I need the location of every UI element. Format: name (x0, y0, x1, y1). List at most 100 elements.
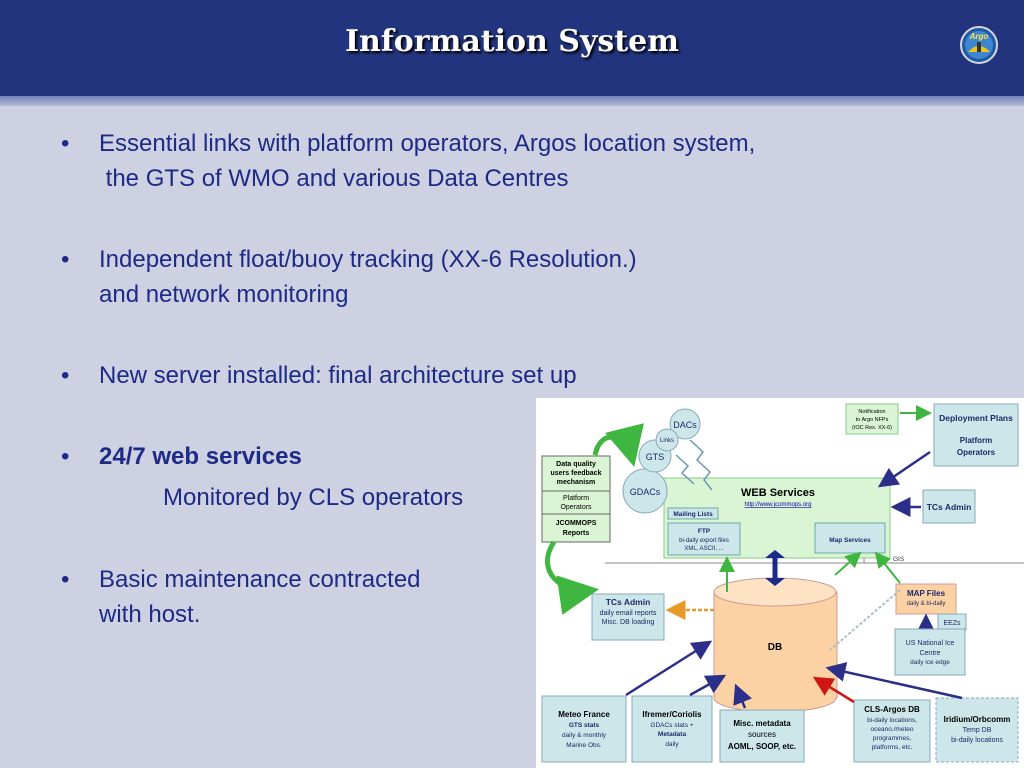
bullet-5-line2: with host. (99, 601, 201, 628)
cls-line1: bi-daily locations, (867, 717, 917, 724)
links-lightning-icon (675, 454, 695, 485)
web-db-sync-arrow-down (765, 578, 785, 586)
meteo-line3: Marine Obs. (566, 742, 602, 749)
gdacs-label: GDACs (630, 487, 661, 497)
meteo-france-box (541, 695, 627, 763)
meteo-line1: GTS stats (569, 722, 600, 729)
ifremer-box (631, 695, 713, 763)
architecture-diagram: WEB Services http://www.jcommops.org Mai… (536, 398, 1024, 768)
cls-line3: programmes, (873, 735, 911, 742)
meteo-title: Meteo France (558, 710, 610, 719)
bullet-1: • Essential links with platform operator… (61, 126, 755, 196)
notification-box (845, 403, 899, 435)
bullet-2-line2: and network monitoring (99, 281, 349, 308)
bullet-dot: • (61, 246, 70, 273)
header-strip (0, 96, 1024, 106)
dq-platform1: Platform (563, 495, 589, 502)
data-quality-box (541, 455, 611, 543)
bullet-2-line1: Independent float/buoy tracking (XX-6 Re… (99, 246, 637, 273)
feedback-curved-arrow (592, 423, 644, 467)
map-services-box (814, 522, 886, 554)
tcs-left-line2: Misc. DB loading (602, 619, 655, 626)
links-circle (655, 428, 679, 452)
ftp-title: FTP (698, 528, 711, 535)
web-services-url: http://www.jcommops.org (744, 502, 811, 508)
ifremer-line2: Metadata (658, 731, 687, 738)
us-ice-line3: daily ice edge (910, 659, 950, 666)
dq-line1: Data quality (556, 461, 596, 468)
ftp-box (667, 522, 741, 556)
reports-curved-arrow (545, 540, 599, 615)
iridium-box (935, 697, 1019, 763)
ifremer-line3: daily (665, 741, 679, 748)
cls-argos-box (853, 699, 931, 763)
dacs-circle (669, 408, 701, 440)
logo-text: Argo (969, 32, 989, 41)
bullet-dot: • (61, 362, 70, 389)
header-bar (0, 0, 1024, 96)
notification-line1: Notification (858, 409, 885, 415)
dq-platform2: Operators (560, 504, 592, 511)
bullet-1-line2: the GTS of WMO and various Data Centres (99, 165, 569, 192)
tcs-admin-right-box (922, 489, 976, 524)
bullet-dot: • (61, 443, 70, 470)
map-files-sub: daily & bi-daily (907, 601, 946, 607)
eezs-label: EEZs (943, 620, 961, 627)
gts-label: GTS (646, 452, 665, 462)
bullet-4-sub: Monitored by CLS operators (163, 484, 464, 511)
mailing-lists-box (667, 507, 719, 520)
bullet-4-line1: 24/7 web services (99, 443, 302, 470)
cls-line2: oceano./meteo (870, 726, 913, 733)
links-lightning-icon (689, 439, 713, 491)
cls-line4: platforms, etc. (872, 744, 913, 751)
deployment-plans-box (933, 403, 1019, 467)
us-ice-line1: US National Ice (906, 640, 955, 647)
ifremer-line1: GDACs stats + (650, 722, 693, 729)
iridium-title: Iridium/Orbcomm (944, 715, 1011, 724)
iridium-to-db-arrow (825, 662, 963, 700)
misc-to-db-arrow (733, 683, 752, 709)
misc-line3: AOML, SOOP, etc. (728, 742, 796, 751)
us-ice-box (894, 628, 966, 676)
web-db-sync-arrow-up (765, 550, 785, 558)
bullet-3: • New server installed: final architectu… (61, 358, 577, 393)
bullet-5-line1: Basic maintenance contracted (99, 566, 421, 593)
map-files-box (895, 583, 957, 615)
ifremer-to-db-arrow (689, 674, 727, 697)
bullet-dot: • (61, 130, 70, 157)
web-services-title: WEB Services (741, 487, 815, 499)
db-label: DB (768, 642, 782, 653)
cls-title: CLS-Argos DB (864, 705, 920, 714)
bullet-3-line1: New server installed: final architecture… (99, 362, 577, 389)
mailing-lists-label: Mailing Lists (673, 511, 713, 518)
dq-jcommops1: JCOMMOPS (556, 520, 597, 527)
gis-label: GIS (893, 556, 905, 563)
misc-line1: Misc. metadata (733, 719, 791, 728)
iridium-line2: bi-daily locations (951, 737, 1003, 744)
us-ice-line2: Centre (919, 650, 940, 657)
dq-line2: users feedback (551, 470, 602, 477)
page-title: Information System (345, 24, 679, 59)
map-services-label: Map Services (829, 537, 871, 544)
meteo-line2: daily & monthly (562, 732, 607, 739)
ftp-line2: bi-daily export files (679, 538, 729, 544)
tcs-left-line1: daily email reports (600, 610, 657, 617)
bullet-dot: • (61, 566, 70, 593)
tcs-admin-right-label: TCs Admin (927, 502, 972, 512)
argo-logo-icon: Argo (960, 26, 998, 64)
deployment-title: Deployment Plans (939, 413, 1013, 423)
tcs-left-title: TCs Admin (606, 597, 651, 607)
db-to-map-services-arrow (834, 551, 862, 576)
bullet-4: • 24/7 web services Monitored by CLS ope… (61, 439, 464, 515)
dq-jcommops2: Reports (563, 530, 590, 537)
bullet-2: • Independent float/buoy tracking (XX-6 … (61, 242, 637, 312)
deployment-sub1: Platform (960, 436, 992, 445)
map-files-to-map-services-arrow (874, 551, 901, 584)
bullet-5: • Basic maintenance contracted with host… (61, 562, 421, 632)
deployment-sub2: Operators (957, 448, 996, 457)
deployment-arrow (877, 450, 931, 488)
misc-line2: sources (748, 730, 776, 739)
misc-metadata-box (719, 709, 805, 763)
iridium-line1: Temp DB (963, 727, 992, 734)
notification-line3: (IOC Res. XX-6) (852, 425, 892, 431)
